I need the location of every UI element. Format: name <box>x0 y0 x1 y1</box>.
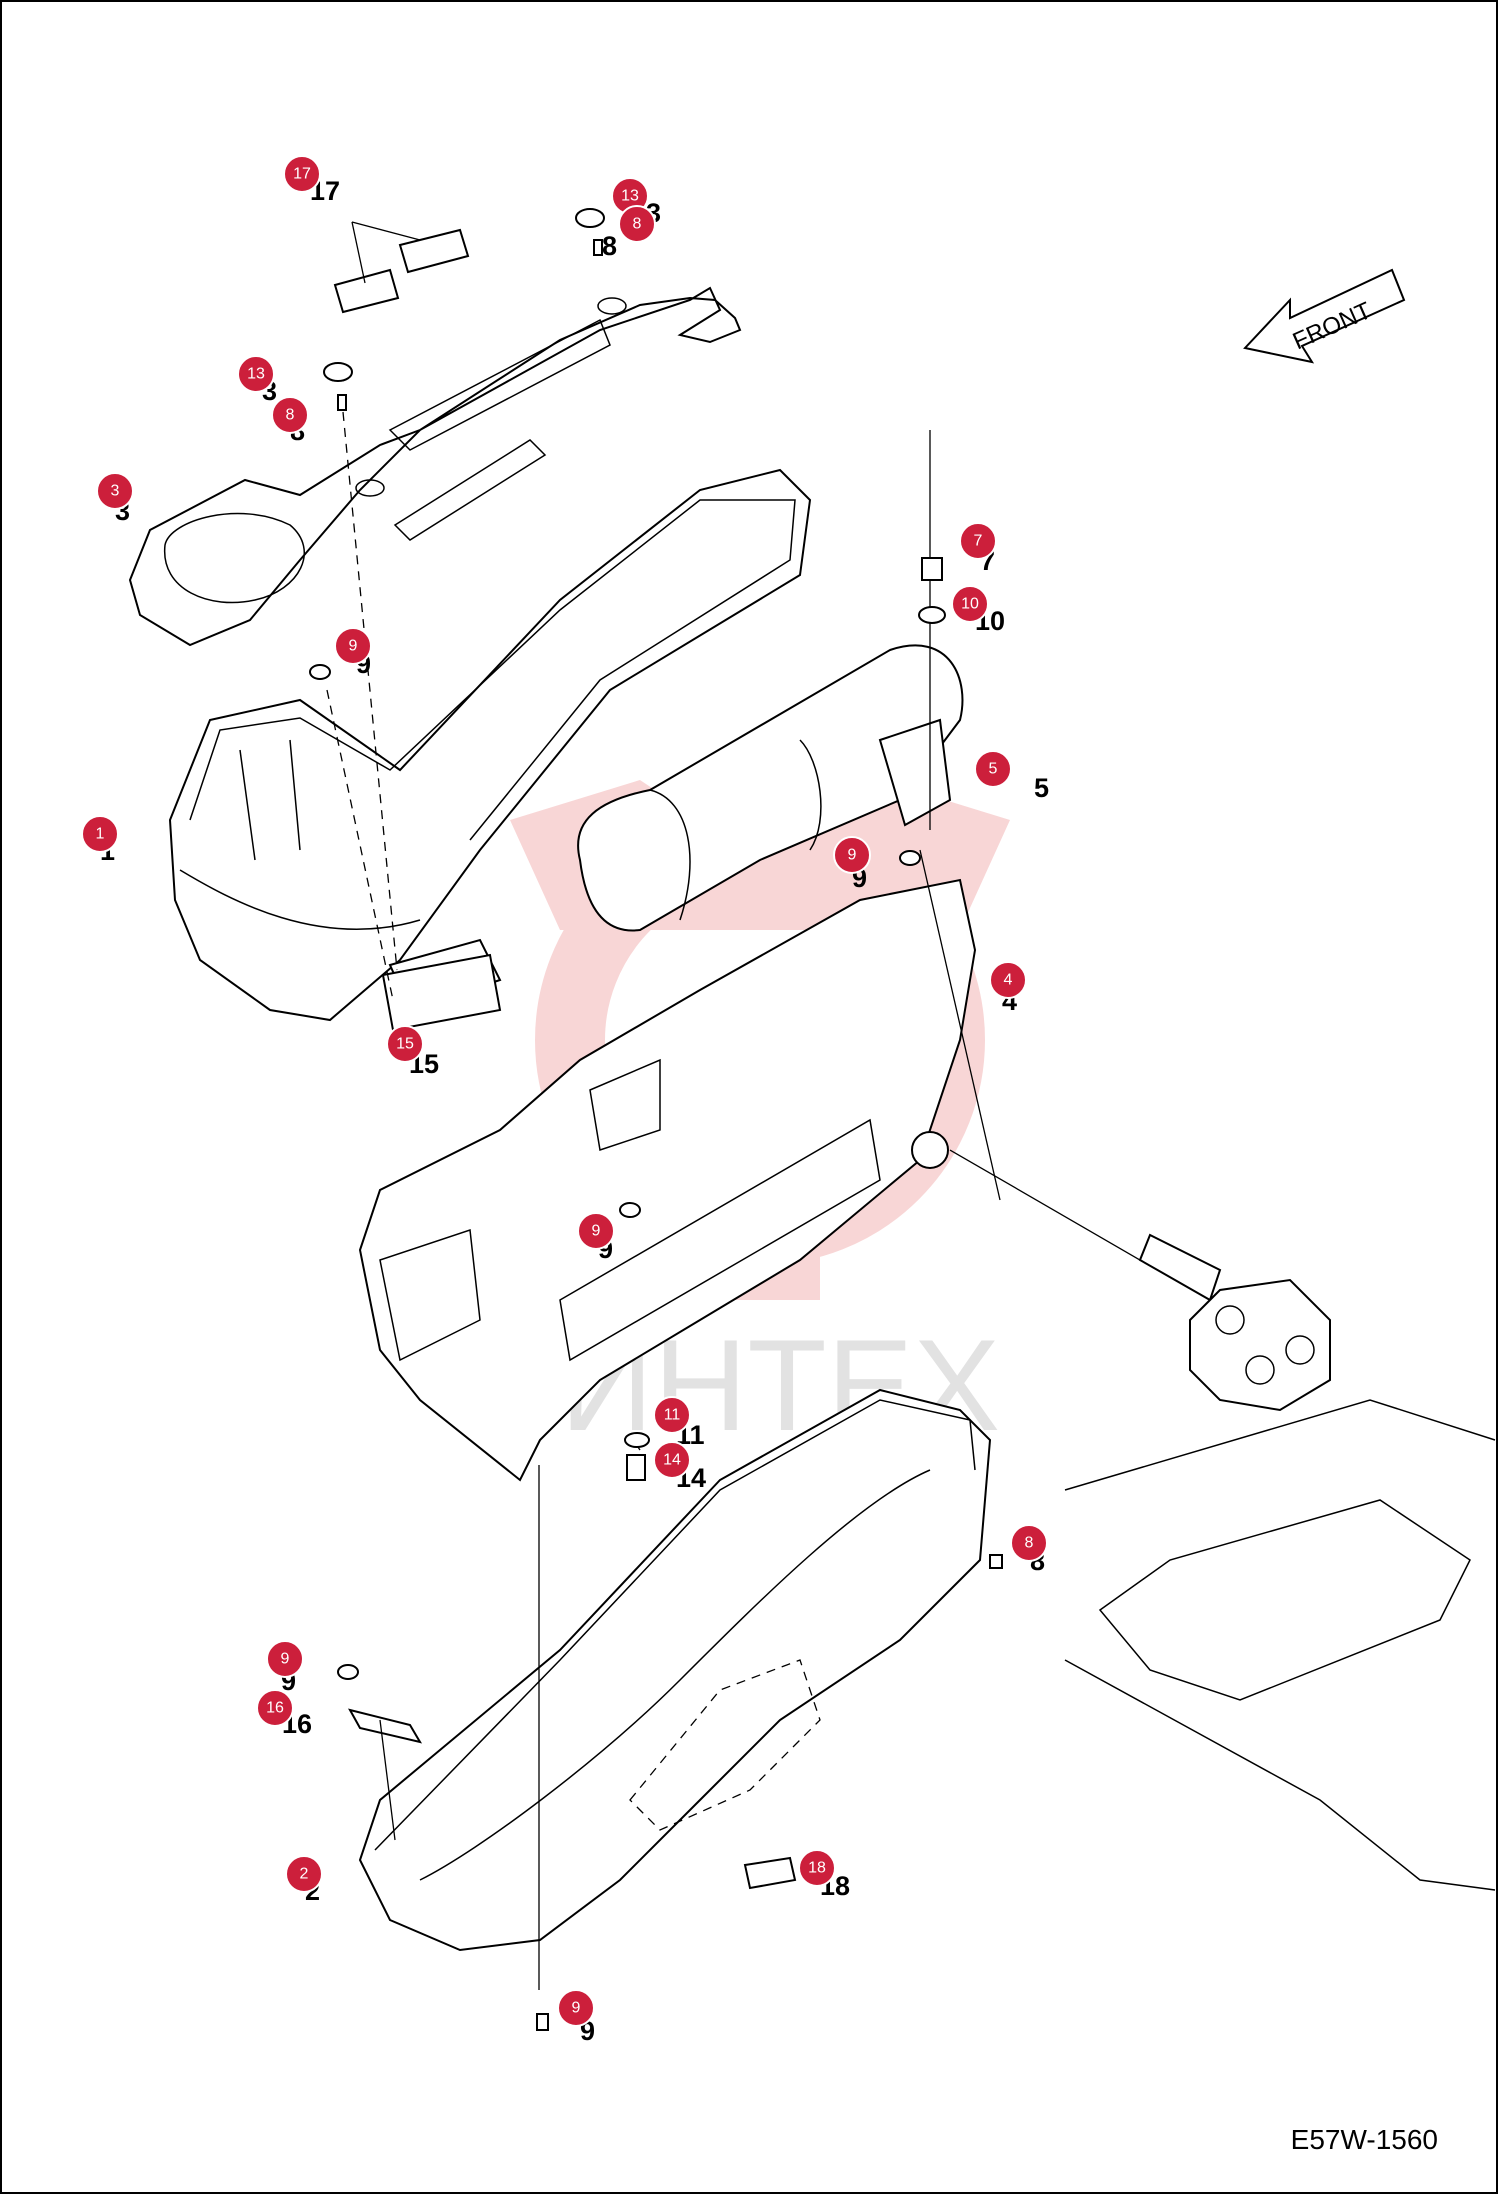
callout-badge: 4 <box>989 961 1027 999</box>
svg-text:9: 9 <box>572 2000 581 2017</box>
svg-text:13: 13 <box>621 188 639 205</box>
callout-badge: 7 <box>959 522 997 560</box>
callout-badge: 18 <box>798 1849 836 1887</box>
callout-badge: 8 <box>1010 1524 1048 1562</box>
svg-text:14: 14 <box>663 1452 681 1469</box>
svg-text:8: 8 <box>286 407 295 424</box>
svg-text:2: 2 <box>300 1866 309 1883</box>
svg-text:4: 4 <box>1004 972 1013 989</box>
svg-text:17: 17 <box>293 166 311 183</box>
svg-text:13: 13 <box>247 366 265 383</box>
callout-badge: 8 <box>271 396 309 434</box>
callout-badge: 9 <box>557 1989 595 2027</box>
callout-badge: 14 <box>653 1441 691 1479</box>
callout-badge: 3 <box>96 472 134 510</box>
svg-text:5: 5 <box>989 761 998 778</box>
svg-text:16: 16 <box>266 1700 284 1717</box>
caps-and-screws-top <box>323 208 605 411</box>
drawing-code: E57W-1560 <box>1290 2124 1438 2155</box>
callout-badge: 16 <box>256 1689 294 1727</box>
callout-badge: 15 <box>386 1025 424 1063</box>
svg-text:8: 8 <box>1025 1535 1034 1552</box>
svg-text:18: 18 <box>808 1860 826 1877</box>
callout-badges: 17 13 8 13 8 3 9 7 10 1 5 9 4 15 9 11 14… <box>81 155 1048 2027</box>
part-3-top-cover <box>128 286 742 647</box>
callout-badge: 17 <box>283 155 321 193</box>
svg-text:11: 11 <box>664 1407 681 1424</box>
callout-badge: 9 <box>833 836 871 874</box>
assembly-lines <box>326 411 1001 1990</box>
svg-text:3: 3 <box>111 483 120 500</box>
callout-badge: 1 <box>81 815 119 853</box>
svg-text:9: 9 <box>848 847 857 864</box>
callout-badge: 10 <box>951 585 989 623</box>
callout-badge: 9 <box>334 627 372 665</box>
svg-text:9: 9 <box>281 1651 290 1668</box>
callout-badge: 8 <box>618 205 656 243</box>
callout-badge: 13 <box>237 355 275 393</box>
part-number: 5 <box>1034 773 1049 803</box>
part-17-covers <box>333 221 470 314</box>
callout-badge: 11 <box>653 1396 691 1434</box>
svg-text:10: 10 <box>961 596 979 613</box>
part-5-armrest <box>577 644 964 932</box>
small-brackets <box>348 953 797 1890</box>
svg-text:9: 9 <box>592 1223 601 1240</box>
part-1-upper-housing <box>168 468 812 1022</box>
svg-text:9: 9 <box>349 638 358 655</box>
callout-badge: 2 <box>285 1855 323 1893</box>
svg-text:7: 7 <box>974 533 983 550</box>
part-2-lower-housing <box>358 1388 992 1952</box>
callout-badge: 9 <box>266 1640 304 1678</box>
front-arrow-icon: FRONT <box>1243 268 1406 364</box>
pivot-shaft-and-floor-plate <box>949 1149 1496 1891</box>
svg-text:1: 1 <box>96 826 105 843</box>
part-number: 8 <box>602 231 617 261</box>
callout-badge: 5 <box>974 750 1012 788</box>
svg-text:8: 8 <box>633 216 642 233</box>
callout-badge: 9 <box>577 1212 615 1250</box>
svg-text:15: 15 <box>396 1036 414 1053</box>
hardware-items <box>309 557 1003 2031</box>
